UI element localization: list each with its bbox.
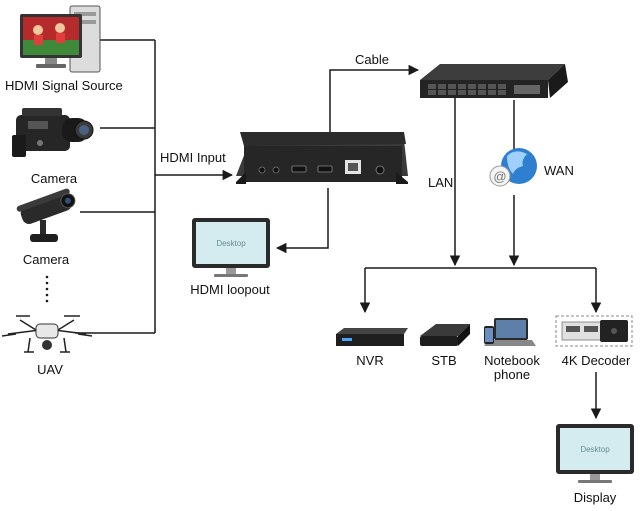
display-monitor-icon: Desktop xyxy=(556,424,634,483)
camcorder-icon xyxy=(12,108,94,157)
hdmi-loopout-label: HDMI loopout xyxy=(190,282,270,297)
stb-icon xyxy=(420,324,470,346)
internet-globe-icon: @ xyxy=(489,148,537,187)
nvr-label: NVR xyxy=(356,353,384,368)
wan-label: WAN xyxy=(544,163,574,178)
stb-label: STB xyxy=(431,353,457,368)
decoder-label: 4K Decoder xyxy=(561,353,631,368)
uav-label: UAV xyxy=(37,362,63,377)
display-label: Display xyxy=(573,490,617,505)
camera-1-label: Camera xyxy=(30,171,78,186)
notebook-label: Notebook xyxy=(484,353,540,368)
drone-body-icon xyxy=(35,323,59,350)
lan-label: LAN xyxy=(428,175,454,190)
more-devices-dots xyxy=(45,275,49,303)
notebook-phone-icon xyxy=(484,318,536,346)
decoder-icon xyxy=(555,315,633,347)
connector-lines xyxy=(75,39,602,420)
cctv-camera-icon xyxy=(16,188,76,242)
display-screen-text: Desktop xyxy=(580,445,610,454)
hdmi-encoder-icon xyxy=(236,132,408,184)
nvr-icon xyxy=(336,328,408,346)
loopout-screen-text: Desktop xyxy=(216,239,246,248)
pc-monitor-icon xyxy=(20,5,101,73)
network-switch-icon xyxy=(420,64,568,98)
hdmi-source-label: HDMI Signal Source xyxy=(5,78,123,93)
at-symbol-icon: @ xyxy=(493,169,506,184)
cable-label: Cable xyxy=(355,52,389,67)
phone-label: phone xyxy=(493,367,531,382)
loopout-monitor-icon: Desktop xyxy=(192,218,270,277)
hdmi-input-label: HDMI Input xyxy=(160,150,226,165)
camera-2-label: Camera xyxy=(22,252,70,267)
drone-icon xyxy=(1,315,93,353)
